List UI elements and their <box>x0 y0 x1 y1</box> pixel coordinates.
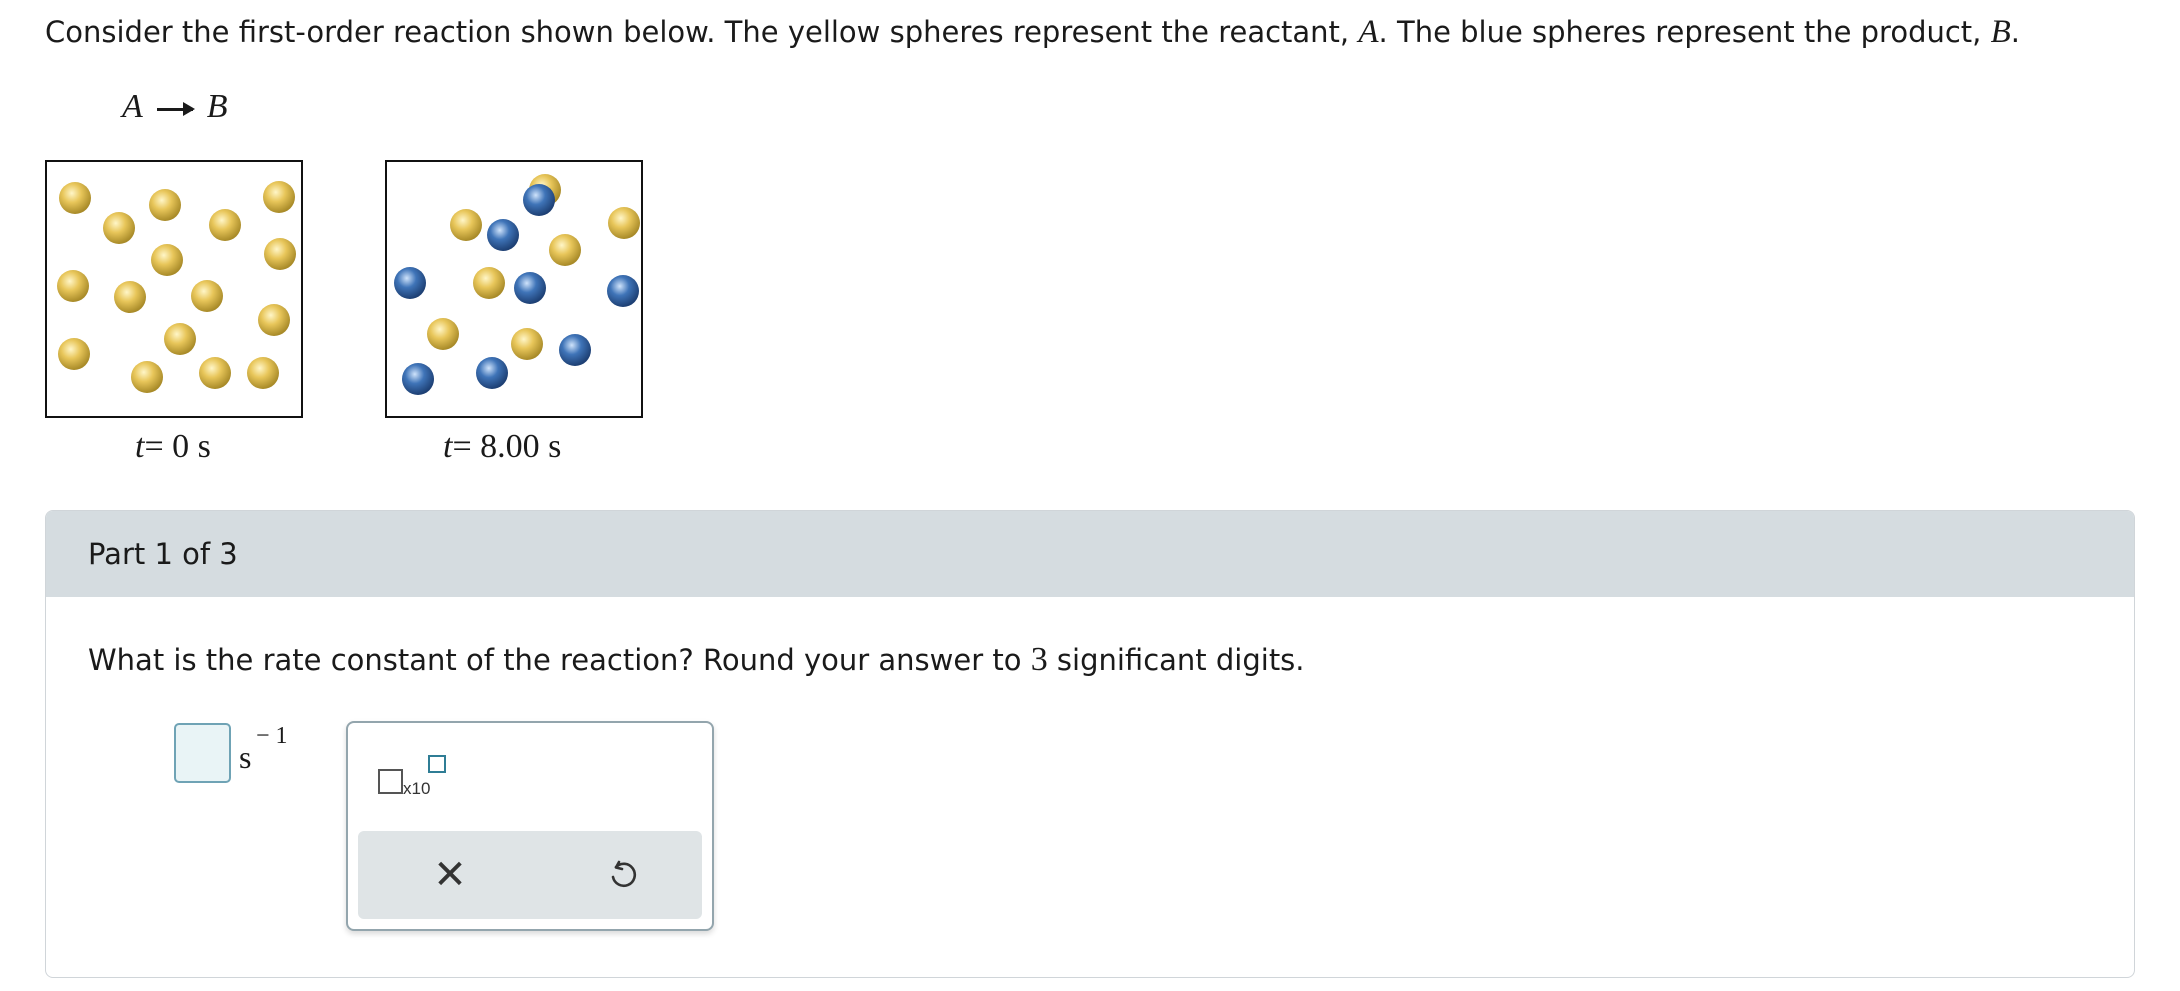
question-text: What is the rate constant of the reactio… <box>88 641 1305 678</box>
spheres-initial <box>57 181 296 393</box>
answer-unit: s <box>239 739 252 775</box>
part-header: Part 1 of 3 <box>46 511 2134 597</box>
reactant-sphere <box>59 182 91 214</box>
reactant-sphere <box>427 318 459 350</box>
problem-statement: Consider the first-order reaction shown … <box>45 14 2020 51</box>
answer-unit-exponent: − 1 <box>256 723 288 749</box>
reactant-sphere <box>264 238 296 270</box>
reactant-sphere <box>511 328 543 360</box>
product-sphere <box>607 275 639 307</box>
reactant-sphere <box>151 244 183 276</box>
math-tool-panel: x10 ✕ <box>346 721 714 931</box>
product-sphere <box>402 363 434 395</box>
sig-digits: 3 <box>1030 641 1048 678</box>
undo-button[interactable] <box>601 853 645 897</box>
reactant-sphere <box>450 209 482 241</box>
reactant-sphere <box>258 304 290 336</box>
part-panel: Part 1 of 3 What is the rate constant of… <box>45 510 2135 978</box>
answer-input[interactable] <box>174 723 231 783</box>
reactant-sphere <box>549 234 581 266</box>
equation-product: B <box>206 88 228 125</box>
time-label-later: t= 8.00 s <box>443 428 562 465</box>
product-sphere <box>476 357 508 389</box>
reaction-box-initial <box>45 160 303 418</box>
reactant-sphere <box>58 338 90 370</box>
clear-button[interactable]: ✕ <box>433 852 467 898</box>
reactant-sphere <box>164 323 196 355</box>
reactant-sphere <box>149 189 181 221</box>
product-sphere <box>523 184 555 216</box>
reaction-box-later <box>385 160 643 418</box>
reactant-sphere <box>608 207 640 239</box>
product-sphere <box>559 334 591 366</box>
product-sphere <box>394 267 426 299</box>
reactant-sphere <box>247 357 279 389</box>
reactant-sphere <box>57 270 89 302</box>
undo-icon <box>611 860 637 888</box>
time-label-initial: t= 0 s <box>135 428 211 465</box>
product-sphere <box>514 272 546 304</box>
x10-label: x10 <box>403 779 431 798</box>
reaction-equation: A B <box>122 88 228 126</box>
reactant-sphere <box>199 357 231 389</box>
intro-text-2: . The blue spheres represent the product… <box>1378 15 1982 49</box>
x10-exponent-box-icon <box>428 755 446 773</box>
equation-reactant: A <box>122 88 143 125</box>
intro-text-1: Consider the first-order reaction shown … <box>45 15 1350 49</box>
product-sphere <box>487 219 519 251</box>
reaction-arrow-icon <box>156 101 195 116</box>
action-bar: ✕ <box>358 831 702 919</box>
reactant-sphere <box>103 212 135 244</box>
reactant-sphere <box>131 361 163 393</box>
x10-base-box-icon <box>378 769 403 794</box>
reactant-sphere <box>209 209 241 241</box>
intro-text-3: . <box>2010 15 2020 49</box>
reactant-sphere <box>114 281 146 313</box>
product-symbol: B <box>1990 14 2011 50</box>
reactant-sphere <box>473 267 505 299</box>
reactant-sphere <box>191 280 223 312</box>
reactant-sphere <box>263 181 295 213</box>
scientific-notation-button[interactable]: x10 <box>378 755 458 798</box>
spheres-later <box>394 174 640 395</box>
reactant-symbol: A <box>1358 14 1379 50</box>
